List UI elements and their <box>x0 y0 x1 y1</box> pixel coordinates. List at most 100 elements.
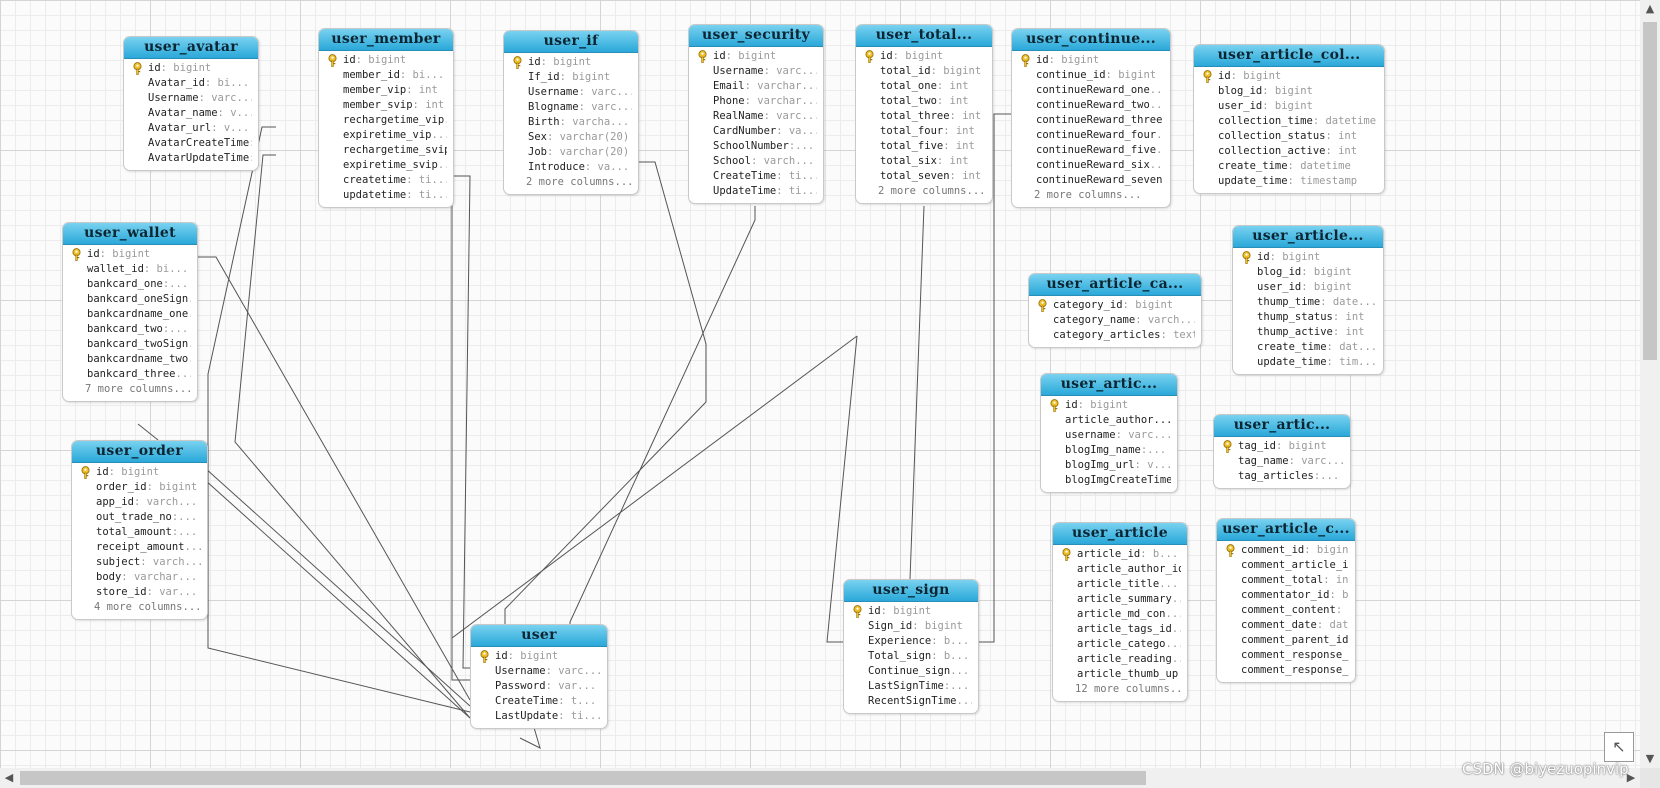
column-row[interactable]: article_title... <box>1059 577 1181 592</box>
column-row[interactable]: Username: varc... <box>510 85 632 100</box>
more-columns-link[interactable]: 2 more columns... <box>878 185 986 197</box>
more-columns-link[interactable]: 2 more columns... <box>1034 189 1142 201</box>
column-row[interactable]: Username: varc... <box>695 64 817 79</box>
column-row[interactable]: subject: varch... <box>78 555 201 570</box>
table-title[interactable]: user_article_c... <box>1217 519 1355 541</box>
column-row[interactable]: app_id: varch... <box>78 495 201 510</box>
column-row[interactable]: comment_date: datetime <box>1223 618 1349 633</box>
column-row[interactable]: rechargetime_svip <box>325 143 447 158</box>
column-row[interactable]: total_five: int <box>862 139 986 154</box>
column-row[interactable]: total_six: int <box>862 154 986 169</box>
column-row[interactable]: thump_active: int <box>1239 325 1377 340</box>
column-row[interactable]: Total_sign: b... <box>850 649 972 664</box>
column-row[interactable]: bankcard_one:... <box>69 277 191 292</box>
column-row[interactable]: article_author... <box>1047 413 1171 428</box>
column-row[interactable]: blogImgCreateTime <box>1047 473 1171 488</box>
column-row[interactable]: LastSignTime:... <box>850 679 972 694</box>
column-row[interactable]: rechargetime_vip... <box>325 113 447 128</box>
column-row[interactable]: id: bigint <box>1047 398 1171 413</box>
column-row[interactable]: blogImg_url: v... <box>1047 458 1171 473</box>
column-row[interactable]: collection_status: int <box>1200 129 1378 144</box>
column-row[interactable]: commentator_id: bi... <box>1223 588 1349 603</box>
table-title[interactable]: user_article_col... <box>1194 45 1384 67</box>
column-row[interactable]: Birth: varcha... <box>510 115 632 130</box>
column-row[interactable]: Username: varc... <box>477 664 601 679</box>
column-row[interactable]: Avatar_name: v... <box>130 106 252 121</box>
column-row[interactable]: School: varch... <box>695 154 817 169</box>
down-arrow-icon[interactable]: ▼ <box>1645 752 1655 765</box>
column-row[interactable]: Password: var... <box>477 679 601 694</box>
column-row[interactable]: expiretime_svip... <box>325 158 447 173</box>
column-row[interactable]: Sex: varchar(20) <box>510 130 632 145</box>
column-row[interactable]: total_seven: int <box>862 169 986 184</box>
table-title[interactable]: user_total... <box>856 25 992 47</box>
column-row[interactable]: create_time: dat... <box>1239 340 1377 355</box>
column-row[interactable]: LastUpdate: ti... <box>477 709 601 724</box>
column-row[interactable]: article_id: b... <box>1059 547 1181 562</box>
column-row[interactable]: bankcardname_two... <box>69 352 191 367</box>
column-row[interactable]: category_articles: text <box>1035 328 1195 343</box>
column-row[interactable]: continue_id: bigint <box>1018 68 1164 83</box>
column-row[interactable]: Experience: b... <box>850 634 972 649</box>
column-row[interactable]: Username: varc... <box>130 91 252 106</box>
column-row[interactable]: Job: varchar(20) <box>510 145 632 160</box>
column-row[interactable]: Introduce: va... <box>510 160 632 175</box>
column-row[interactable]: update_time: tim... <box>1239 355 1377 370</box>
column-row[interactable]: collection_active: int <box>1200 144 1378 159</box>
more-columns-link[interactable]: 4 more columns... <box>94 601 201 613</box>
column-row[interactable]: username: varc... <box>1047 428 1171 443</box>
column-row[interactable]: Continue_sign... <box>850 664 972 679</box>
column-row[interactable]: Phone: varchar... <box>695 94 817 109</box>
table-title[interactable]: user_artic... <box>1041 374 1177 396</box>
column-row[interactable]: article_md_con... <box>1059 607 1181 622</box>
table-title[interactable]: user_article... <box>1233 226 1383 248</box>
table-user-article-comment[interactable]: user_article_c... comment_id: bigint comme… <box>1216 518 1356 683</box>
column-row[interactable]: bankcard_three... <box>69 367 191 382</box>
column-row[interactable]: AvatarCreateTime:... <box>130 136 252 151</box>
column-row[interactable]: SchoolNumber:... <box>695 139 817 154</box>
column-row[interactable]: body: varchar... <box>78 570 201 585</box>
column-row[interactable]: expiretime_vip... <box>325 128 447 143</box>
more-columns-link[interactable]: 12 more columns... <box>1075 683 1181 695</box>
column-row[interactable]: article_reading... <box>1059 652 1181 667</box>
column-row[interactable]: continueReward_five... <box>1018 143 1164 158</box>
column-row[interactable]: Sign_id: bigint <box>850 619 972 634</box>
column-row[interactable]: thump_time: date... <box>1239 295 1377 310</box>
column-row[interactable]: comment_id: bigint <box>1223 543 1349 558</box>
column-row[interactable]: tag_articles:... <box>1220 469 1344 484</box>
column-row[interactable]: continueReward_one... <box>1018 83 1164 98</box>
column-row[interactable]: update_time: timestamp <box>1200 174 1378 189</box>
table-title[interactable]: user_artic... <box>1214 415 1350 437</box>
column-row[interactable]: comment_response_id... <box>1223 648 1349 663</box>
column-row[interactable]: id: bigint <box>1200 69 1378 84</box>
column-row[interactable]: wallet_id: bi... <box>69 262 191 277</box>
more-columns-link[interactable]: 2 more columns... <box>526 176 632 188</box>
column-row[interactable]: Blogname: varc... <box>510 100 632 115</box>
column-row[interactable]: total_three: int <box>862 109 986 124</box>
up-arrow-icon[interactable]: ▲ <box>1645 2 1655 15</box>
column-row[interactable]: store_id: var... <box>78 585 201 600</box>
column-row[interactable]: createtime: ti... <box>325 173 447 188</box>
column-row[interactable]: comment_parent_id:... <box>1223 633 1349 648</box>
column-row[interactable]: blog_id: bigint <box>1239 265 1377 280</box>
column-row[interactable]: member_id: bi... <box>325 68 447 83</box>
column-row[interactable]: article_author_id <box>1059 562 1181 577</box>
column-row[interactable]: id: bigint <box>1239 250 1377 265</box>
column-row[interactable]: RealName: varc... <box>695 109 817 124</box>
table-title[interactable]: user_security <box>689 25 823 47</box>
column-row[interactable]: bankcard_two:... <box>69 322 191 337</box>
column-row[interactable]: id: bigint <box>1018 53 1164 68</box>
column-row[interactable]: updatetime: ti... <box>325 188 447 203</box>
column-row[interactable]: category_name: varch... <box>1035 313 1195 328</box>
